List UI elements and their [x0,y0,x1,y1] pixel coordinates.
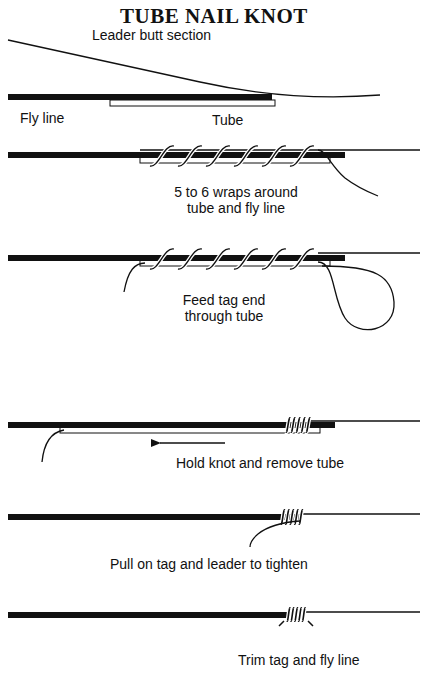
fly-line [8,255,345,261]
step-label: Feed tag end through tube [168,292,280,324]
wrap-gap [178,249,202,269]
wrap-gap [296,418,300,432]
leader-line [8,40,380,97]
step-label: Pull on tag and leader to tighten [110,556,308,572]
wrap-gap [262,146,286,166]
title: TUBE NAIL KNOT [120,4,308,28]
fly-line [8,612,288,618]
tag-end [250,521,300,547]
step-label: Tube [212,112,243,128]
wrap-gap [286,418,290,432]
step-label: Leader butt section [92,27,211,43]
panel-5 [8,510,420,547]
wrap-gap [206,146,230,166]
wrap-coil [178,249,202,269]
tube [110,100,275,106]
wrap-gap [150,146,174,166]
fly-line [8,94,272,100]
wrap-coil [299,510,303,524]
step-label: Trim tag and fly line [238,652,360,668]
wrap-coil [290,146,314,166]
step-label: 5 to 6 wraps around tube and fly line [160,184,312,216]
wrap-coil [178,146,202,166]
wrap-gap [290,146,314,166]
wrap-gap [262,249,286,269]
fly-line [8,514,300,520]
wrap-gap [291,418,295,432]
tag-end [42,430,64,462]
step-label: Fly line [20,110,64,126]
wrap-coil [290,249,314,269]
wrap-coil [150,249,174,269]
wrap-gap [178,146,202,166]
wrap-coil [206,146,230,166]
wrap-coil [206,249,230,269]
wrap-coil [262,249,286,269]
tag-end [124,263,145,292]
wrap-gap [281,510,285,524]
leader-loop [318,262,394,330]
wrap-coil [301,418,305,432]
wrap-coil [302,608,305,621]
wrap-coil [286,418,290,432]
leader-line [310,420,420,421]
wrap-gap [206,249,230,269]
leader-line [305,611,420,612]
leader-line [300,513,420,514]
wrap-coil [262,146,286,166]
wrap-coil [234,249,258,269]
direction-arrow [160,442,225,443]
wrap-coil [296,418,300,432]
wrap-coil [150,146,174,166]
wrap-coil [291,418,295,432]
panel-3 [8,249,420,330]
wrap-coil [306,418,310,432]
wrap-coil [281,510,285,524]
wrap-gap [306,418,310,432]
wrap-gap [301,418,305,432]
step-label: Hold knot and remove tube [176,455,344,471]
wrap-gap [234,249,258,269]
wrap-gap [150,249,174,269]
fly-line [8,152,345,158]
wrap-gap [302,608,305,621]
tag-end [318,150,378,196]
panel-6 [8,608,420,626]
wrap-gap [299,510,303,524]
trim-marks [279,621,313,626]
leader-line [318,252,420,253]
panel-1 [8,40,380,106]
wrap-coil [234,146,258,166]
wrap-gap [234,146,258,166]
wrap-gap [290,249,314,269]
